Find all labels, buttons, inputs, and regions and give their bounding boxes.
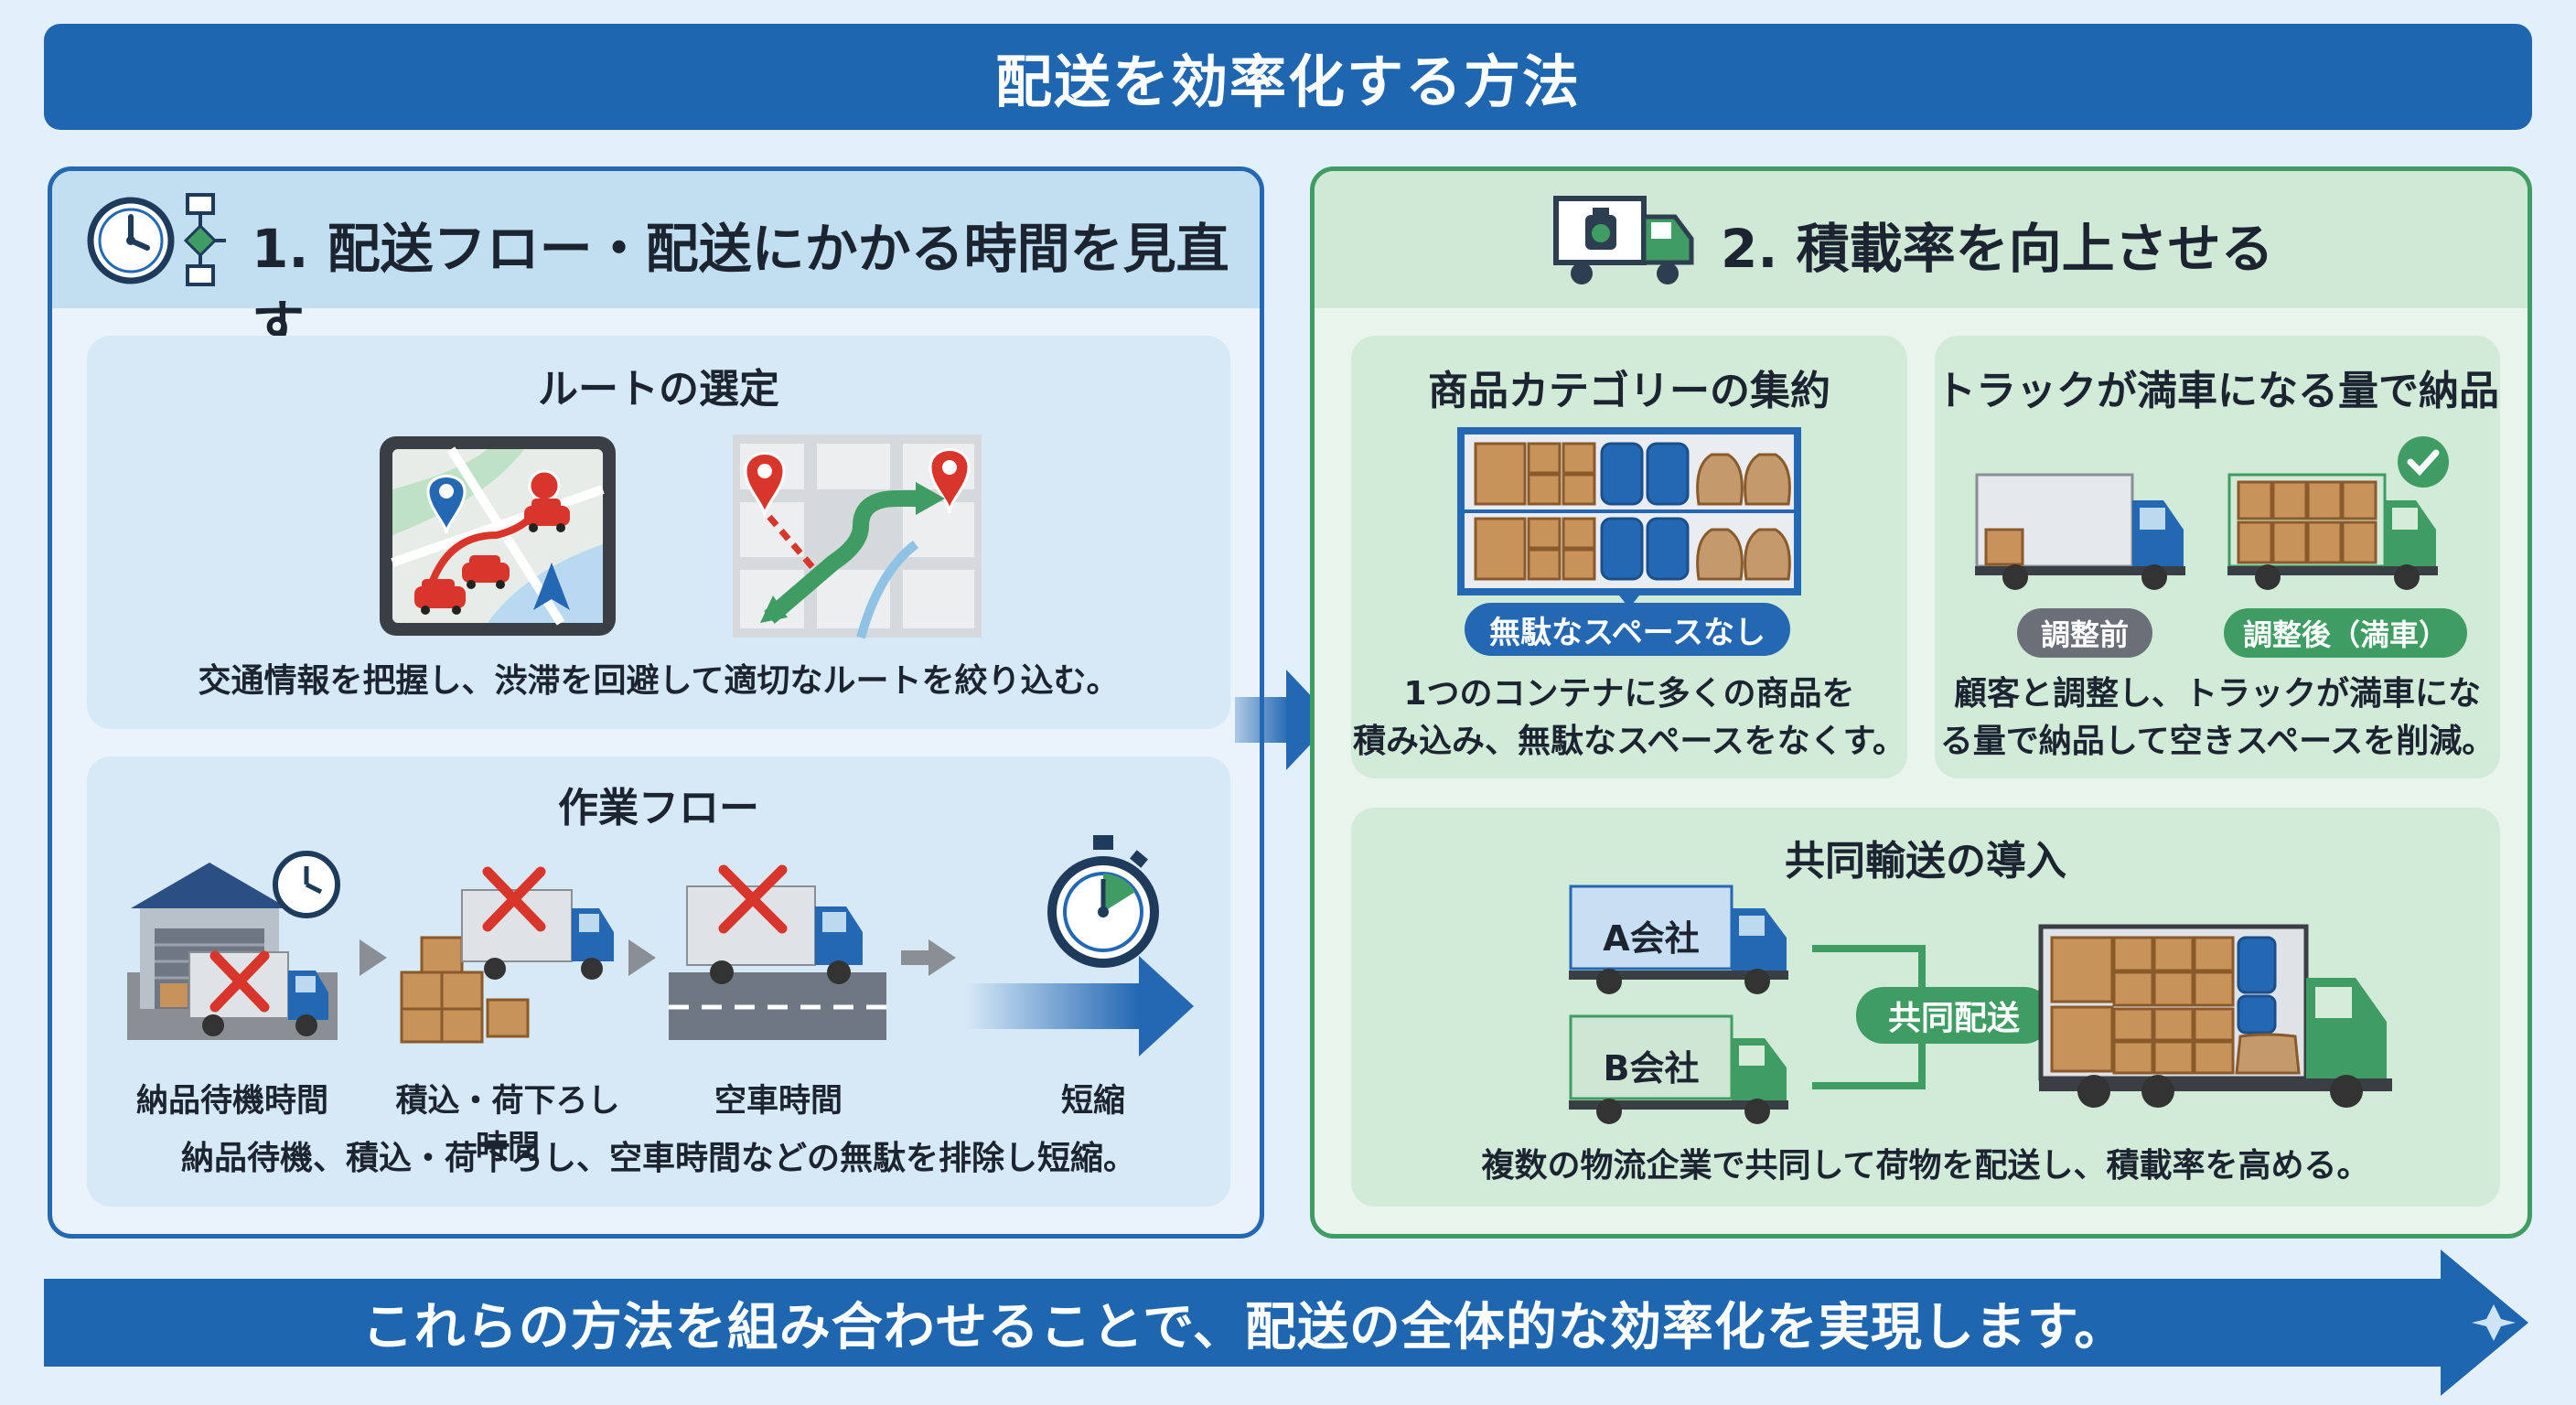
map-pin-icon: [744, 452, 786, 518]
map-pin-icon: [426, 475, 467, 534]
flow-arrow: [901, 939, 956, 976]
shorten-arrow: [965, 956, 1194, 1056]
card-joint-transport: 共同輸送の導入 A会社 B会社 共同配送: [1351, 808, 2500, 1207]
cross-icon: [482, 866, 546, 932]
panel-loading-rate: 2. 積載率を向上させる 商品カテゴリーの集約 無駄なスペースなし: [1310, 166, 2532, 1239]
flowchart-icon: [183, 193, 226, 286]
flow-arrow: [360, 939, 387, 976]
step-label-waiting: 納品待機時間: [135, 1083, 328, 1120]
conclusion-banner: これらの方法を組み合わせることで、配送の全体的な効率化を実現します。: [44, 1279, 2444, 1367]
scale-truck-icon: [1553, 196, 1694, 284]
step-label-loading: 積込・荷下ろし時間: [395, 1083, 620, 1166]
card-route-selection: ルートの選定: [87, 336, 1230, 729]
step-label-shorten: 短縮: [1060, 1083, 1125, 1120]
warehouse-waiting-illustration: [127, 851, 340, 1040]
panel-header-delivery-flow: 1. 配送フロー・配送にかかる時間を見直す: [52, 171, 1260, 357]
label-after: 調整後（満車）: [2224, 608, 2467, 658]
card-title-full-truck: トラックが満車になる量で納品: [1936, 368, 2499, 414]
panel-header-loading-rate: 2. 積載率を向上させる: [1315, 171, 2528, 308]
page-title: 配送を効率化する方法: [44, 24, 2532, 130]
joint-full-truck-illustration: [2038, 924, 2392, 1108]
panel-delivery-flow: 1. 配送フロー・配送にかかる時間を見直す ルートの選定: [48, 166, 1264, 1239]
clock-icon: [87, 197, 175, 284]
label-before: 調整前: [2017, 608, 2152, 658]
company-a-label: A会社: [1603, 918, 1700, 959]
caption-category-line1: 1つのコンテナに多くの商品を: [1403, 675, 1855, 713]
cross-icon: [209, 950, 270, 1013]
full-container-illustration: [1457, 427, 1801, 608]
street-map-illustration: [733, 434, 982, 639]
conclusion-arrow-head: [2441, 1249, 2528, 1396]
badge-no-waste: 無駄なスペースなし: [1465, 603, 1790, 656]
navigation-icon: [533, 563, 570, 610]
panel-heading-delivery-flow: 1. 配送フロー・配送にかかる時間を見直す: [252, 218, 1229, 357]
card-work-flow: 作業フロー: [87, 756, 1230, 1207]
caption-joint: 複数の物流企業で共同して荷物を配送し、積載率を高める。: [1481, 1147, 2370, 1185]
empty-truck-illustration: [669, 864, 886, 1040]
panel-heading-loading-rate: 2. 積載率を向上させる: [1721, 218, 2274, 280]
cross-icon: [718, 864, 788, 934]
card-category-consolidation: 商品カテゴリーの集約 無駄なスペースなし 1つのコンテナに多くの商品を 積み込み…: [1351, 336, 1907, 778]
card-full-truck: トラックが満車になる量で納品 調整前 調整後（満車）: [1935, 336, 2500, 778]
tablet-map-illustration: [380, 436, 616, 636]
card-title-category: 商品カテゴリーの集約: [1428, 368, 1830, 414]
truck-after-illustration: [2227, 436, 2449, 590]
caption-route: 交通情報を把握し、渋滞を回避して適切なルートを絞り込む。: [198, 662, 1120, 700]
caption-category-line2: 積み込み、無駄なスペースをなくす。: [1352, 723, 1906, 760]
checkmark-icon: [2398, 436, 2449, 488]
badge-joint-delivery: 共同配送: [1856, 987, 2052, 1044]
stopwatch-icon: [1047, 835, 1159, 968]
clock-icon: [273, 851, 340, 918]
card-title-flow: 作業フロー: [558, 785, 759, 831]
card-title-joint: 共同輸送の導入: [1785, 838, 2066, 885]
truck-before-illustration: [1975, 473, 2185, 590]
caption-full-truck-line1: 顧客と調整し、トラックが満車にな: [1953, 675, 2481, 713]
loading-unloading-illustration: [400, 866, 614, 1044]
caption-full-truck-line2: る量で納品して空きスペースを削減。: [1939, 723, 2496, 760]
caption-flow: 納品待機、積込・荷下ろし、空車時間などの無駄を排除し短縮。: [180, 1140, 1136, 1177]
flow-arrow: [628, 939, 656, 976]
map-pin-icon: [928, 448, 971, 514]
truck-company-b: [1569, 1014, 1788, 1124]
step-label-empty: 空車時間: [714, 1083, 843, 1120]
truck-company-a: [1569, 885, 1788, 994]
company-b-label: B会社: [1603, 1048, 1700, 1089]
card-title-route: ルートの選定: [538, 366, 779, 413]
